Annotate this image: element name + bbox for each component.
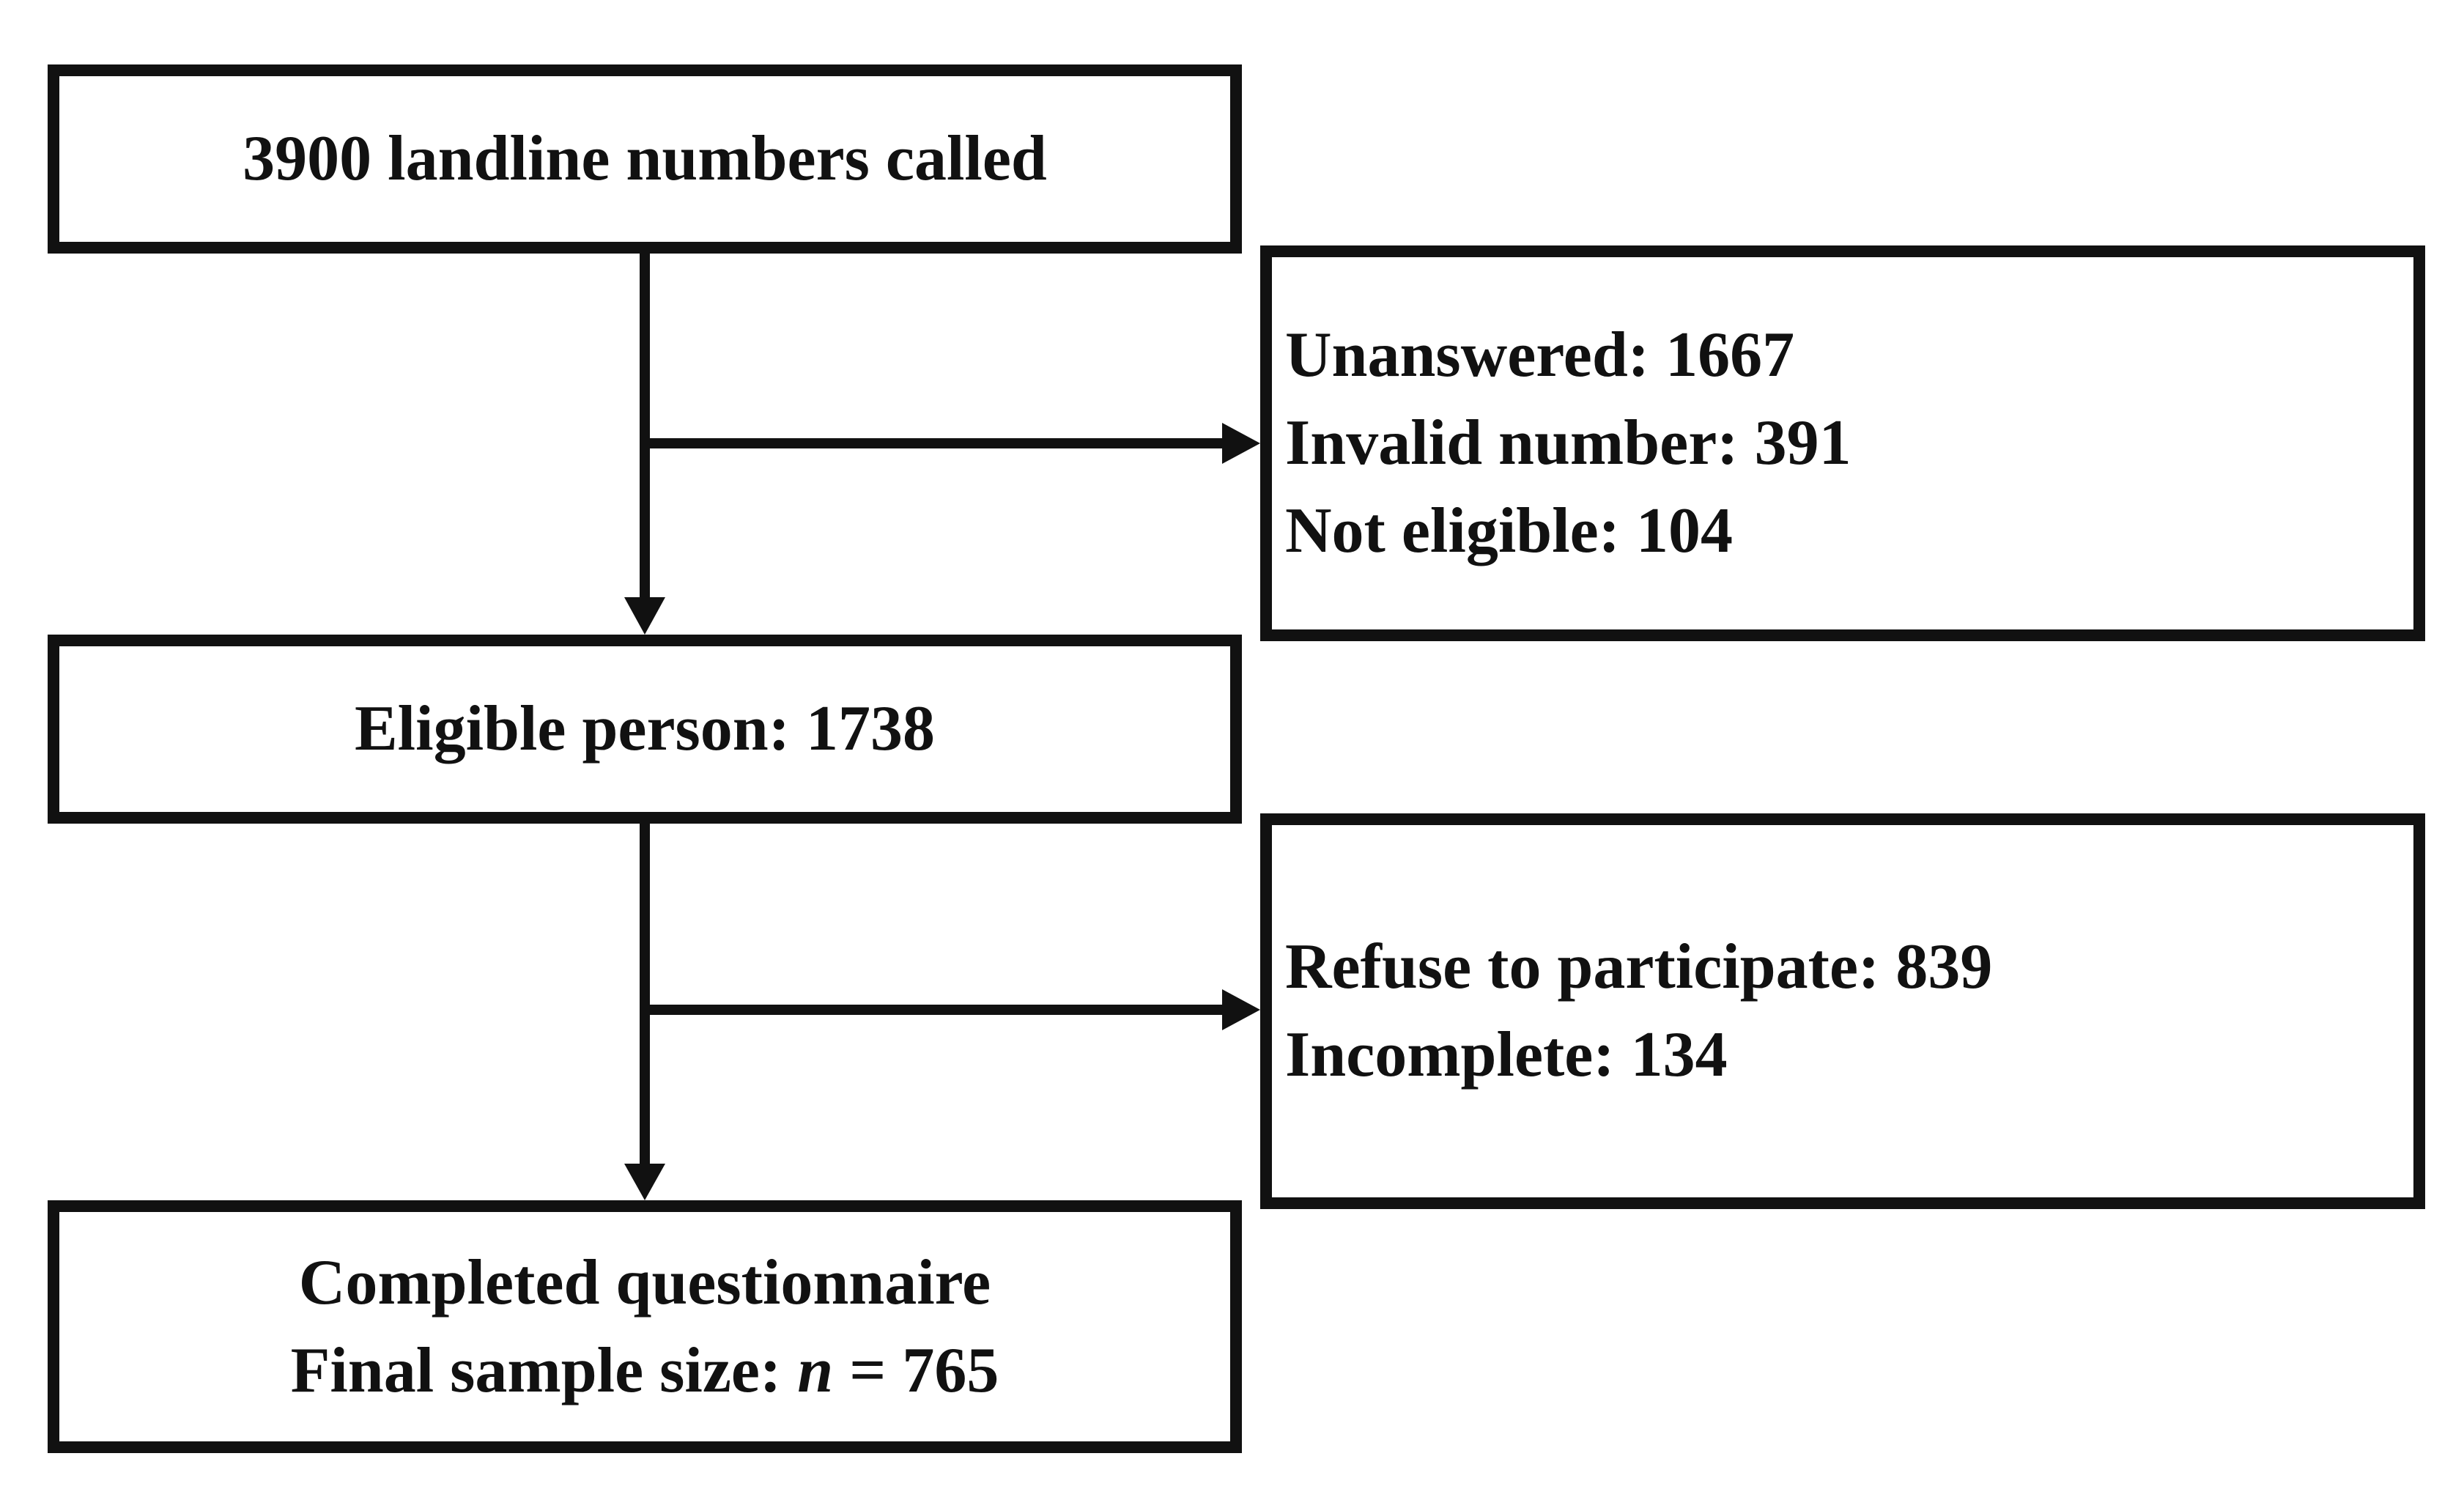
numbers-called-box: 3900 landline numbers called [48,64,1242,254]
arrowhead-to-eligible [624,597,665,635]
exclusion-refuse: Refuse to participate: 839 [1285,931,1993,1002]
exclusion-unanswered: Unanswered: 1667 [1285,319,1795,391]
exclusions-box-1: Unanswered: 1667 Invalid number: 391 Not… [1260,245,2425,641]
final-sample-box: Completed questionnaire Final sample siz… [48,1200,1242,1453]
numbers-called-text: 3900 landline numbers called [243,123,1047,194]
completed-questionnaire-text: Completed questionnaire [298,1246,991,1318]
arrowhead-to-exclusions-2 [1222,989,1260,1030]
exclusion-not-eligible: Not eligible: 104 [1285,495,1734,566]
exclusion-incomplete: Incomplete: 134 [1285,1019,1728,1090]
eligible-person-text: Eligible person: 1738 [354,693,936,764]
arrowhead-to-exclusions-1 [1222,423,1260,464]
arrowhead-to-final [624,1164,665,1200]
final-sample-prefix: Final sample size: [290,1334,798,1406]
exclusions-box-2: Refuse to participate: 839 Incomplete: 1… [1260,813,2425,1209]
eligible-person-box: Eligible person: 1738 [48,635,1242,824]
final-sample-variable: n [797,1334,834,1406]
final-sample-value: = 765 [833,1334,999,1406]
final-sample-size-text: Final sample size: n = 765 [291,1327,999,1415]
exclusion-invalid-number: Invalid number: 391 [1285,407,1851,479]
